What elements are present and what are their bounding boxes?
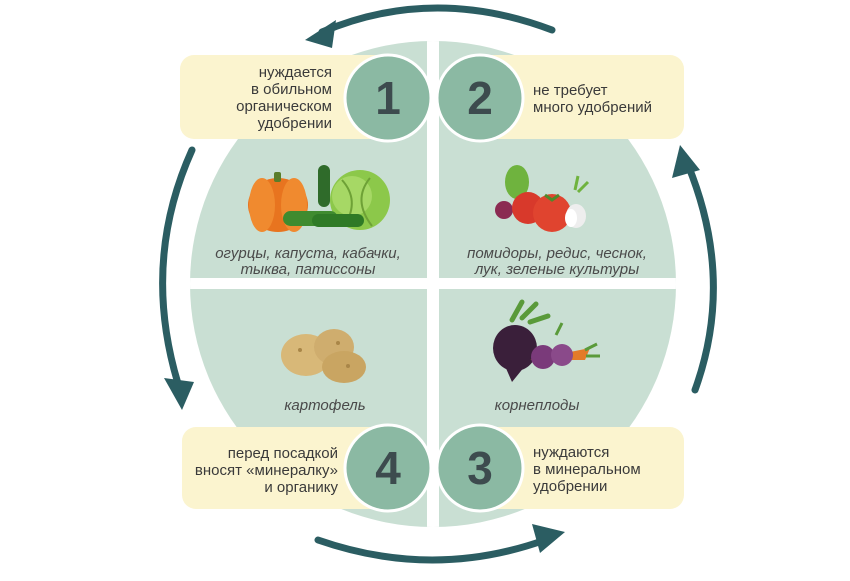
note-line: удобрении	[533, 478, 608, 495]
number-badge-4	[343, 423, 433, 513]
number-label-2: 2	[467, 72, 493, 124]
note-line: перед посадкой	[227, 445, 338, 462]
note-line: в обильном	[251, 81, 332, 98]
note-line: нуждается	[258, 64, 332, 81]
number-badge-2	[435, 53, 525, 143]
crop-caption-2: помидоры, редис, чеснок,лук, зеленые кул…	[442, 246, 672, 278]
note-box-4	[182, 427, 388, 509]
note-line: и органику	[264, 479, 338, 496]
potato-icon	[281, 329, 366, 383]
arrowhead-right	[672, 145, 700, 178]
crop-line: тыква, патиссоны	[240, 261, 376, 278]
pumpkin-cabbage-cucumber-icon	[248, 165, 390, 232]
crop-line: лук, зеленые культуры	[474, 261, 640, 278]
arrow-right	[684, 161, 717, 394]
crop-caption-1: огурцы, капуста, кабачки,тыква, патиссон…	[190, 246, 426, 278]
rotation-circle	[190, 41, 676, 527]
crop-caption-3: корнеплоды	[462, 398, 612, 414]
note-line: нуждаются	[533, 444, 610, 461]
arrowhead-left	[164, 378, 194, 410]
note-line: удобрении	[257, 115, 332, 132]
arrowhead-top	[305, 20, 336, 48]
note-box-2	[478, 55, 684, 139]
beet-carrot-onion-icon	[493, 299, 600, 382]
crop-line: корнеплоды	[494, 397, 580, 414]
note-box-1	[180, 55, 390, 139]
crop-caption-4: картофель	[250, 398, 400, 414]
note-line: в минеральном	[533, 461, 641, 478]
number-badge-3	[435, 423, 525, 513]
crop-line: помидоры, редис, чеснок,	[467, 245, 647, 262]
arrowhead-bottom	[532, 524, 565, 553]
crop-line: картофель	[284, 397, 366, 414]
note-box-3	[478, 427, 684, 509]
number-label-3: 3	[467, 442, 493, 494]
number-badge-1	[343, 53, 433, 143]
number-label-1: 1	[375, 72, 401, 124]
tomato-radish-garlic-icon	[495, 165, 590, 232]
number-label-4: 4	[375, 442, 401, 494]
arrow-left	[159, 146, 196, 394]
arrow-bottom	[314, 536, 549, 564]
note-line: вносят «минералку»	[194, 462, 338, 479]
crop-line: огурцы, капуста, кабачки,	[215, 245, 401, 262]
arrow-top	[318, 4, 556, 36]
note-line: не требует	[533, 82, 608, 99]
note-line: много удобрений	[533, 99, 653, 116]
note-line: органическом	[236, 98, 332, 115]
